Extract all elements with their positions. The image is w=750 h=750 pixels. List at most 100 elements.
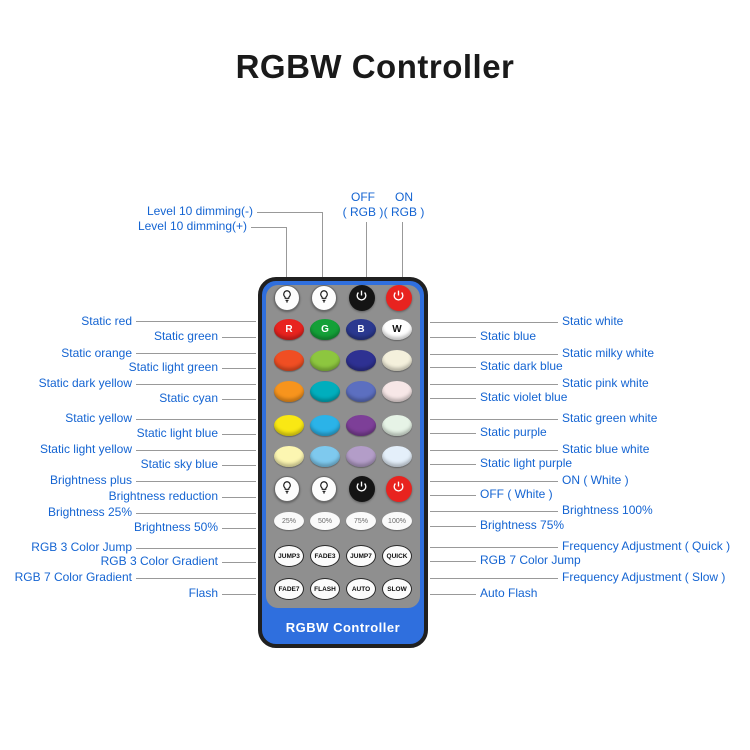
dim-plus-button[interactable]	[274, 285, 300, 311]
dim-minus-button[interactable]	[311, 285, 338, 311]
rgb-on-button[interactable]	[385, 285, 412, 311]
callout-line	[430, 367, 476, 368]
color-button[interactable]	[310, 350, 340, 371]
callout-line	[430, 419, 558, 420]
callout-label: Static light purple	[480, 456, 573, 470]
callout-line	[430, 547, 558, 548]
callout-line	[430, 495, 476, 496]
mode-button-row-2: FADE7 FLASH AUTO SLOW	[274, 578, 412, 600]
callout-label: Auto Flash	[480, 586, 538, 600]
callout-line	[430, 354, 558, 355]
callout-line	[430, 337, 476, 338]
button-letter: B	[357, 324, 365, 335]
callout-dim-plus: Level 10 dimming(+)	[137, 219, 247, 233]
callout-line	[430, 578, 558, 579]
color-button[interactable]: G	[310, 319, 340, 340]
brightness-reduction-button[interactable]	[311, 476, 338, 502]
callout-line	[430, 511, 558, 512]
mode-button-row-1: JUMP3 FADE3 JUMP7 QUICK	[274, 545, 412, 567]
rgb-off-button[interactable]	[348, 285, 375, 311]
flash-button[interactable]: FLASH	[310, 578, 340, 600]
fade7-button[interactable]: FADE7	[274, 578, 304, 600]
color-button[interactable]	[274, 415, 304, 436]
color-button[interactable]	[382, 415, 412, 436]
color-button[interactable]: B	[346, 319, 376, 340]
callout-off-rgb-line2: ( RGB )	[342, 205, 384, 219]
callout-line	[222, 368, 256, 369]
callout-off-rgb: OFF ( RGB )	[336, 190, 390, 220]
power-icon	[392, 289, 405, 307]
callout-label: RGB 3 Color Gradient	[100, 554, 218, 568]
color-button[interactable]	[310, 415, 340, 436]
fade3-button[interactable]: FADE3	[310, 545, 340, 567]
callout-label: Static milky white	[562, 346, 655, 360]
color-button[interactable]	[346, 381, 376, 402]
callout-line	[136, 513, 256, 514]
color-button[interactable]	[274, 381, 304, 402]
callout-line	[402, 222, 403, 278]
bulb-icon	[317, 289, 331, 308]
callout-label: Brightness 50%	[133, 520, 218, 534]
color-button[interactable]	[346, 350, 376, 371]
color-button[interactable]	[346, 446, 376, 467]
callout-label: Static blue white	[562, 442, 650, 456]
callout-label: Static dark blue	[480, 359, 563, 373]
callout-label: Static dark yellow	[38, 376, 132, 390]
brightness-plus-button[interactable]	[274, 476, 300, 502]
callout-line	[136, 578, 256, 579]
color-button[interactable]	[310, 446, 340, 467]
callout-label: RGB 7 Color Jump	[480, 553, 581, 567]
callout-label: RGB 3 Color Jump	[31, 540, 132, 554]
button-letter: W	[392, 324, 402, 335]
callout-line	[222, 434, 256, 435]
page-title: RGBW Controller	[235, 48, 515, 85]
color-button[interactable]	[274, 446, 304, 467]
brightness-50-button[interactable]: 50%	[310, 512, 340, 530]
color-button[interactable]: R	[274, 319, 304, 340]
callout-line	[430, 464, 476, 465]
callout-line	[222, 528, 256, 529]
bulb-icon	[280, 289, 294, 308]
callout-off-rgb-line1: OFF	[351, 190, 375, 204]
callout-line	[222, 594, 256, 595]
callout-label: Static cyan	[159, 391, 218, 405]
color-button[interactable]	[382, 350, 412, 371]
callout-label: Brightness reduction	[108, 489, 218, 503]
callout-label: Static light green	[128, 360, 218, 374]
color-button[interactable]	[382, 446, 412, 467]
color-button[interactable]	[346, 415, 376, 436]
auto-button[interactable]: AUTO	[346, 578, 376, 600]
white-off-button[interactable]	[348, 476, 375, 502]
jump7-button[interactable]: JUMP7	[346, 545, 376, 567]
callout-label: Static purple	[480, 425, 547, 439]
callout-line	[286, 227, 287, 278]
slow-button[interactable]: SLOW	[382, 578, 412, 600]
callout-label: Static pink white	[562, 376, 649, 390]
callout-label: Static green	[153, 329, 218, 343]
white-on-button[interactable]	[385, 476, 412, 502]
callout-label: Frequency Adjustment ( Slow )	[562, 570, 726, 584]
color-button[interactable]	[382, 381, 412, 402]
remote-brand-label: RGBW Controller	[285, 620, 401, 635]
color-button[interactable]: W	[382, 319, 412, 340]
callout-line	[257, 212, 323, 213]
callout-label: Static light yellow	[39, 442, 132, 456]
jump3-button[interactable]: JUMP3	[274, 545, 304, 567]
callout-on-rgb-line1: ON	[395, 190, 413, 204]
callout-line	[251, 227, 287, 228]
brightness-25-button[interactable]: 25%	[274, 512, 304, 530]
callout-line	[430, 450, 558, 451]
brightness-100-button[interactable]: 100%	[382, 512, 412, 530]
callout-line	[430, 594, 476, 595]
color-button[interactable]	[274, 350, 304, 371]
callout-line	[430, 481, 558, 482]
callout-line	[430, 526, 476, 527]
power-icon	[392, 480, 405, 498]
bulb-icon	[317, 480, 331, 499]
color-button[interactable]	[310, 381, 340, 402]
power-icon	[355, 480, 368, 498]
brightness-75-button[interactable]: 75%	[346, 512, 376, 530]
quick-button[interactable]: QUICK	[382, 545, 412, 567]
callout-label: Static green white	[562, 411, 658, 425]
